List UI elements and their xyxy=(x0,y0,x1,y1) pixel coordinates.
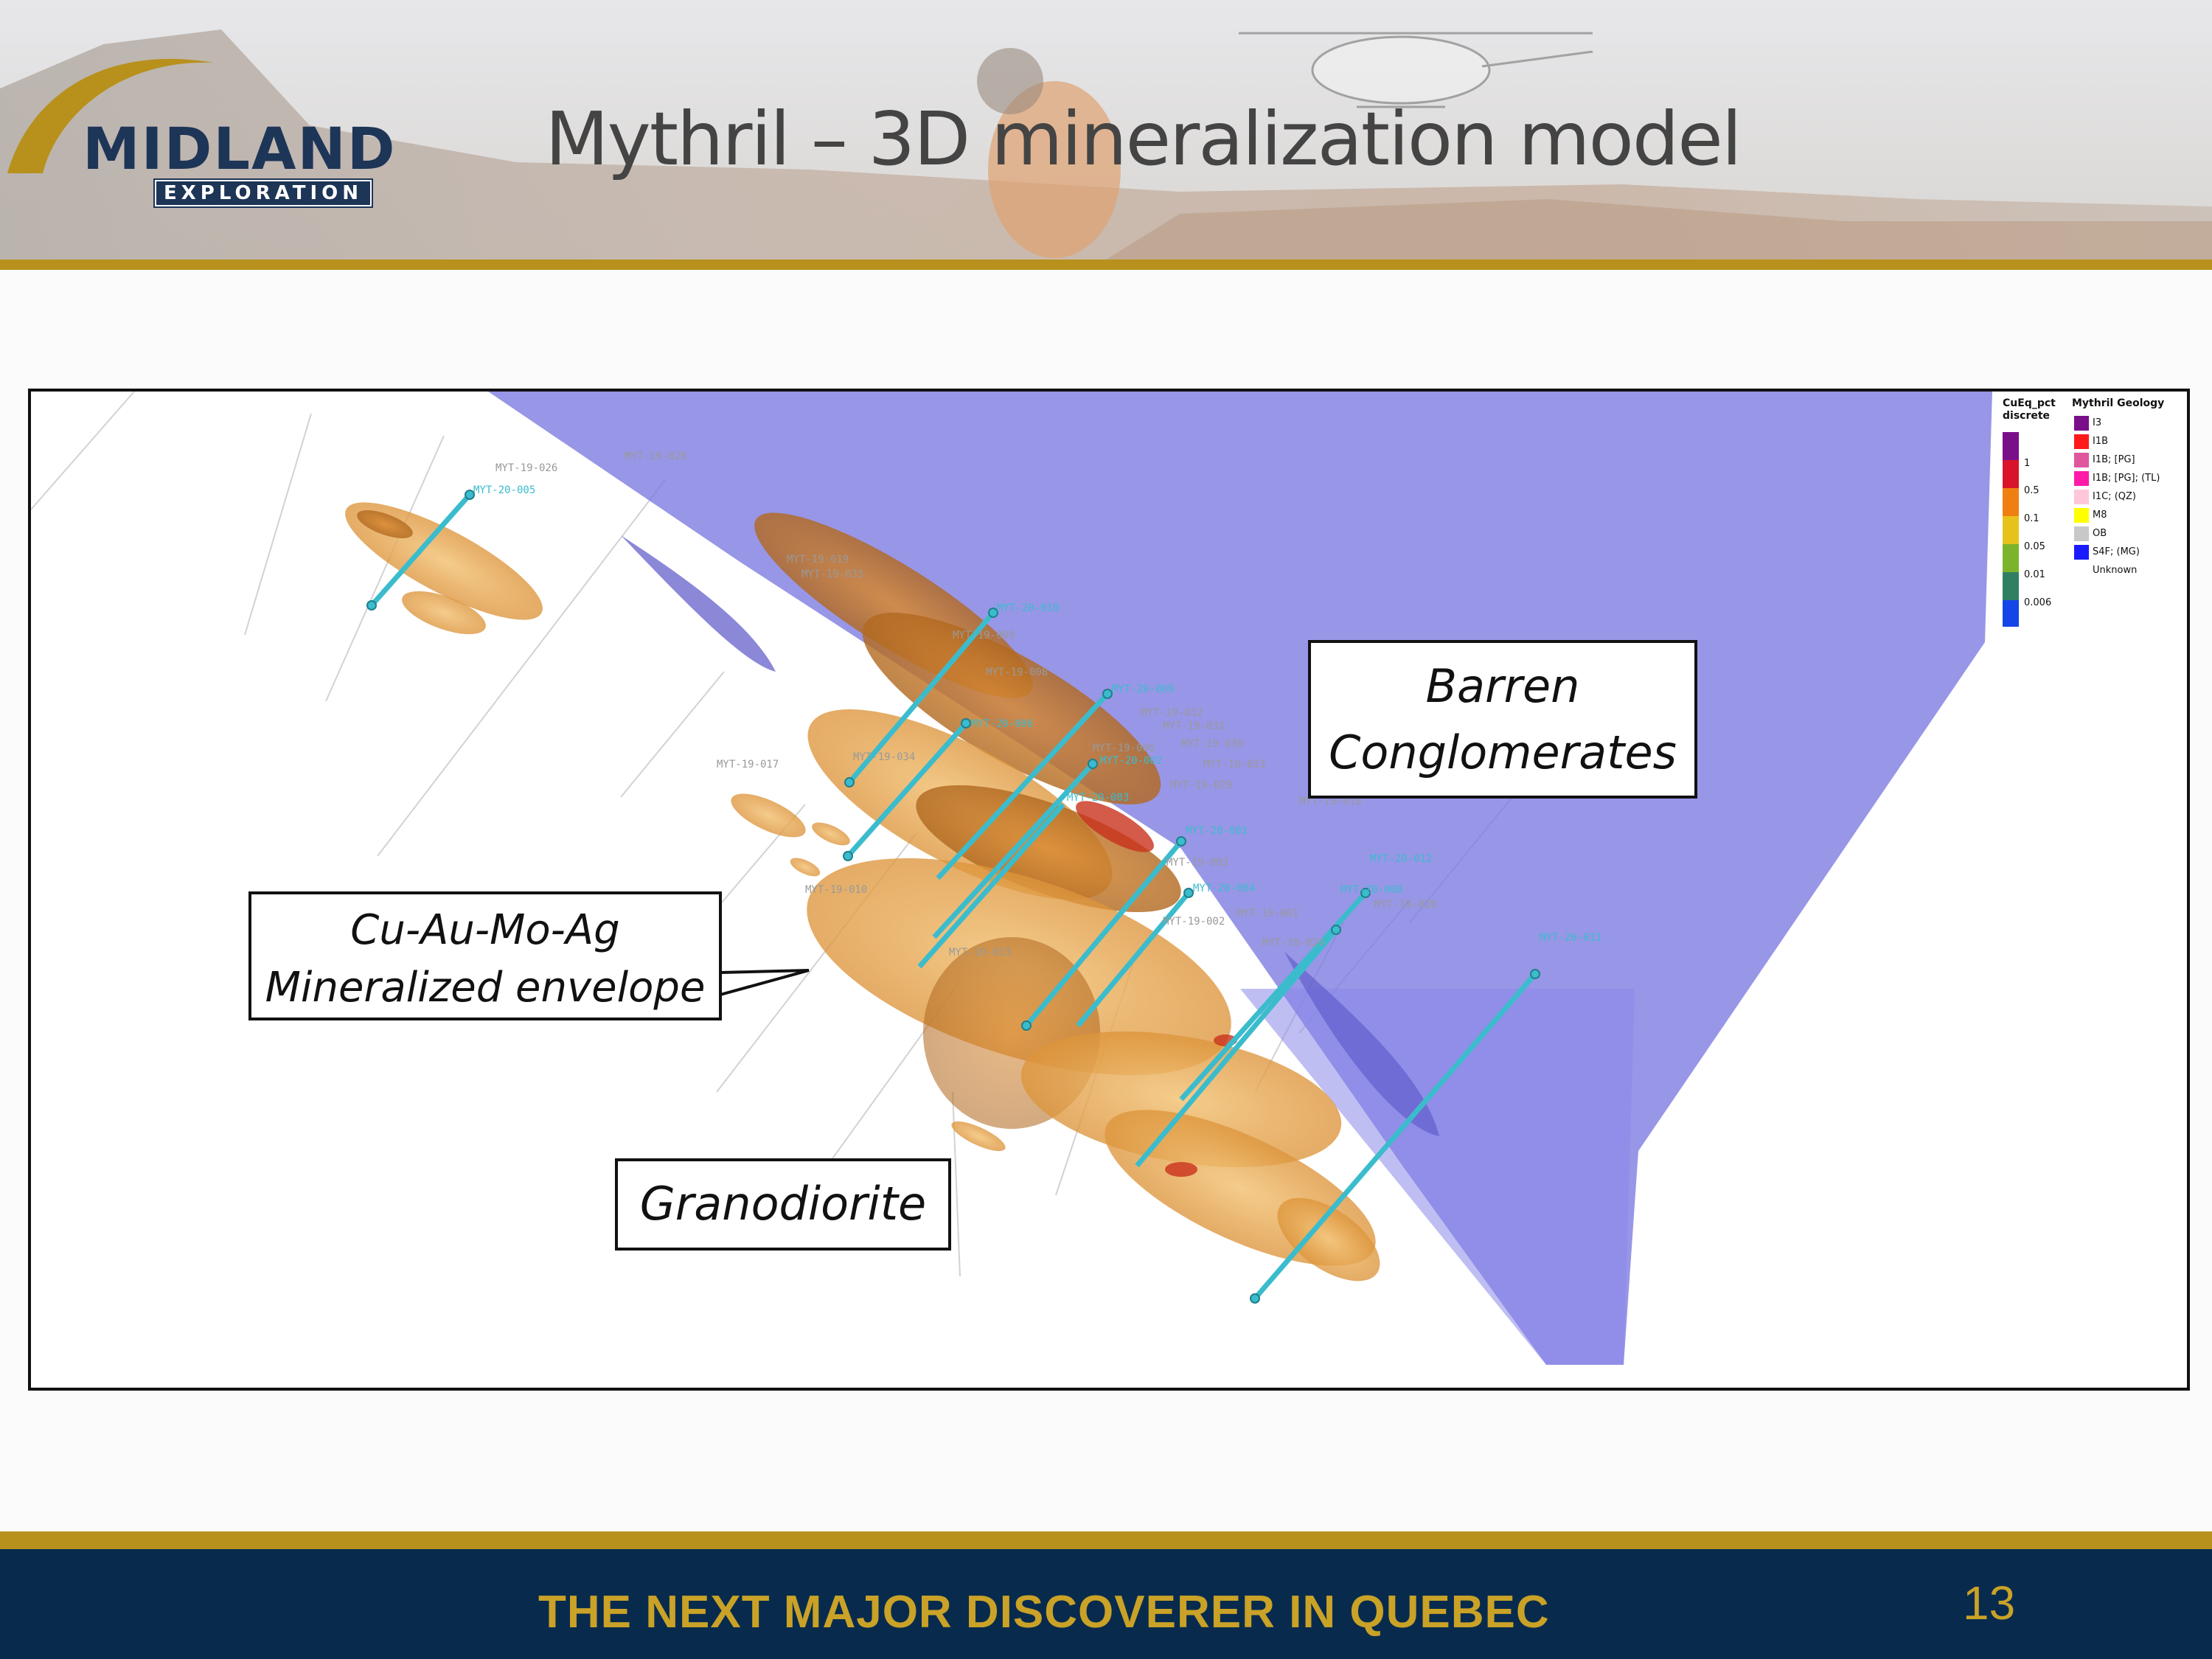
cueq-swatch xyxy=(2003,432,2019,460)
geology-swatch xyxy=(2074,470,2089,486)
geology-legend-item: I1B; [PG]; (TL) xyxy=(2074,470,2160,487)
barren-label-line2: Conglomerates xyxy=(1329,726,1677,779)
slide-footer: THE NEXT MAJOR DISCOVERER IN QUEBEC 13 xyxy=(0,1549,2212,1659)
geology-swatch xyxy=(2074,544,2089,560)
hole-label-grey: MYT-19-032 xyxy=(1141,707,1203,719)
barren-label-line1: Barren xyxy=(1425,659,1580,713)
geology-legend-item: Unknown xyxy=(2074,563,2137,579)
hole-label-grey: MYT-19-006 xyxy=(1093,742,1155,754)
hole-label-cyan: MYT-20-008 xyxy=(1340,884,1402,896)
hole-label-cyan: MYT-20-006 xyxy=(971,718,1033,730)
hole-label-grey: MYT-19-026 xyxy=(495,462,557,474)
geology-swatch xyxy=(2074,415,2089,431)
cueq-swatch xyxy=(2003,600,2019,627)
cueq-swatch xyxy=(2003,516,2019,544)
cueq-legend-title-line1: CuEq_pct xyxy=(2003,397,2056,409)
barren-conglomerates-label: Barren Conglomerates xyxy=(1308,640,1697,799)
cueq-tick: 0.1 xyxy=(2024,513,2039,524)
geology-legend-item: I1C; (QZ) xyxy=(2074,489,2136,505)
hole-label-cyan: MYT-20-003 xyxy=(1067,792,1129,804)
hole-label-grey: MYT-19-020 xyxy=(625,451,686,462)
slide-title: Mythril – 3D mineralization model xyxy=(545,96,1742,182)
cueq-tick: 1 xyxy=(2024,458,2031,469)
hole-label-grey: MYT-19-033 xyxy=(1203,759,1265,771)
mineralized-envelope-label: Cu-Au-Mo-Ag Mineralized envelope xyxy=(248,891,722,1020)
hole-label-grey: MYT-19-002 xyxy=(1163,916,1225,928)
cueq-swatch xyxy=(2003,572,2019,600)
model-legend: CuEq_pct discrete 1 0.5 0.1 0.05 0.01 0.… xyxy=(1998,392,2187,627)
hole-label-grey: MYT-19-029 xyxy=(1170,779,1232,791)
hole-label-cyan: MYT-20-009 xyxy=(1112,684,1174,695)
granodiorite-label: Granodiorite xyxy=(615,1158,951,1251)
cueq-tick: 0.5 xyxy=(2024,485,2039,496)
geology-swatch xyxy=(2074,526,2089,541)
3d-model-figure: MYT-20-005 MYT-20-010 MYT-20-009 MYT-20-… xyxy=(28,389,2190,1391)
hole-label-grey: MYT-19-001 xyxy=(1237,908,1298,919)
cueq-swatch xyxy=(2003,460,2019,488)
hole-label-grey: MYT-19-016 xyxy=(1299,796,1361,807)
hole-label-grey: MYT-19-009 xyxy=(953,630,1015,641)
hole-label-grey: MYT-19-031 xyxy=(1163,720,1225,732)
3d-mineralization-model-render: MYT-20-005 MYT-20-010 MYT-20-009 MYT-20-… xyxy=(31,392,1992,1365)
mineralized-label-line1: Cu-Au-Mo-Ag xyxy=(350,906,620,954)
cueq-swatch xyxy=(2003,488,2019,516)
logo-subtitle: EXPLORATION xyxy=(153,178,374,208)
logo-wordmark: MIDLAND xyxy=(83,116,397,183)
geology-swatch xyxy=(2074,563,2089,578)
geology-legend-item: I3 xyxy=(2074,415,2101,431)
hole-label-grey: MYT-19-017 xyxy=(717,759,779,771)
hole-label-grey: MYT-19-024 xyxy=(1262,937,1324,949)
hole-label-grey: MYT-19-034 xyxy=(853,751,915,763)
mineralized-label-line2: Mineralized envelope xyxy=(265,964,706,1012)
cueq-legend-title-line2: discrete xyxy=(2003,410,2051,422)
cueq-tick: 0.01 xyxy=(2024,569,2045,580)
hole-label-grey: MYT-19-008 xyxy=(986,667,1048,678)
geology-legend-item: M8 xyxy=(2074,507,2107,524)
geology-legend-item: I1B; [PG] xyxy=(2074,452,2135,468)
geology-swatch xyxy=(2074,507,2089,523)
geology-legend-item: I1B xyxy=(2074,434,2108,450)
hole-label-cyan: MYT-20-002 xyxy=(1100,755,1162,767)
cueq-tick: 0.05 xyxy=(2024,541,2045,552)
page-number: 13 xyxy=(1963,1576,2016,1630)
logo-arc-icon xyxy=(7,58,214,173)
hole-label-grey: MYT-19-003 xyxy=(1166,857,1228,869)
hole-label-grey: MYT-19-035 xyxy=(801,568,863,580)
header-divider xyxy=(0,260,2212,270)
hole-label-cyan: MYT-20-012 xyxy=(1370,853,1432,865)
geology-swatch xyxy=(2074,452,2089,467)
header-background-photo xyxy=(0,0,2212,260)
hole-label-cyan: MYT-20-001 xyxy=(1186,825,1248,837)
geology-legend-title: Mythril Geology xyxy=(2072,397,2165,409)
geology-swatch xyxy=(2074,434,2089,449)
hole-label-cyan: MYT-20-005 xyxy=(473,484,535,496)
geology-legend-item: S4F; (MG) xyxy=(2074,544,2140,560)
footer-divider xyxy=(0,1531,2212,1549)
cueq-tick: 0.006 xyxy=(2024,597,2052,608)
hole-label-grey: MYT-19-019 xyxy=(787,554,849,566)
hole-label-cyan: MYT-20-011 xyxy=(1540,932,1601,944)
cueq-swatch xyxy=(2003,544,2019,572)
slide-header: MIDLAND EXPLORATION Mythril – 3D mineral… xyxy=(0,0,2212,260)
footer-tagline: THE NEXT MAJOR DISCOVERER IN QUEBEC xyxy=(538,1587,1550,1638)
hole-label-grey: MYT-19-030 xyxy=(1181,738,1243,750)
hole-label-grey: MYT-19-028 xyxy=(1374,899,1436,911)
hole-label-grey: MYT-19-010 xyxy=(805,884,867,896)
hole-label-grey: MYT-19-013 xyxy=(949,947,1011,959)
geology-legend-item: OB xyxy=(2074,526,2107,542)
geology-swatch xyxy=(2074,489,2089,504)
hole-label-cyan: MYT-20-004 xyxy=(1193,883,1255,894)
hole-label-cyan: MYT-20-010 xyxy=(997,602,1059,614)
midland-exploration-logo: MIDLAND EXPLORATION xyxy=(0,29,394,208)
